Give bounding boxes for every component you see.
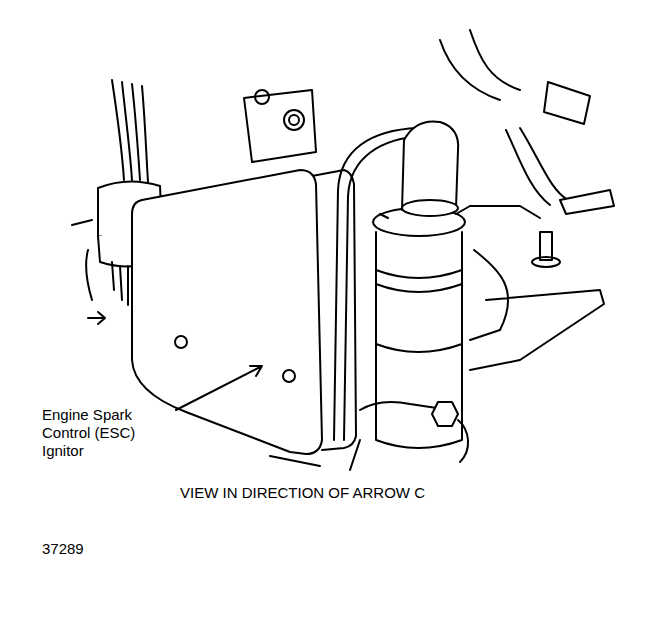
esc-module: [132, 170, 322, 454]
connector-detail: [72, 220, 92, 300]
mounting-bracket: [244, 90, 316, 162]
harness-connector: [560, 190, 614, 214]
nut: [532, 257, 560, 267]
coil-terminal: [380, 206, 540, 218]
bolt: [284, 110, 304, 130]
hex-bolt: [432, 402, 458, 426]
ignition-coil: [376, 232, 462, 448]
wire: [350, 420, 468, 470]
bolt: [289, 115, 299, 125]
upper-wires: [440, 30, 520, 100]
harness-connector: [544, 82, 590, 124]
leader-arrow: [88, 312, 105, 324]
bolt: [255, 90, 269, 104]
wire-harness: [506, 128, 568, 205]
mounting-hole: [283, 370, 295, 382]
coil-band: [376, 270, 462, 352]
mounting-hole: [175, 336, 187, 348]
bracket: [470, 250, 604, 370]
figure-number: 37289: [42, 540, 162, 558]
coil-boot: [402, 121, 458, 210]
wire-harness: [112, 80, 148, 182]
stud: [540, 232, 552, 260]
part-label: Engine Spark Control (ESC) Ignitor: [42, 406, 160, 460]
module-base: [270, 456, 320, 466]
leader-arrow: [176, 366, 262, 410]
coil-boot: [402, 200, 458, 216]
view-caption: VIEW IN DIRECTION OF ARROW C: [180, 484, 580, 502]
